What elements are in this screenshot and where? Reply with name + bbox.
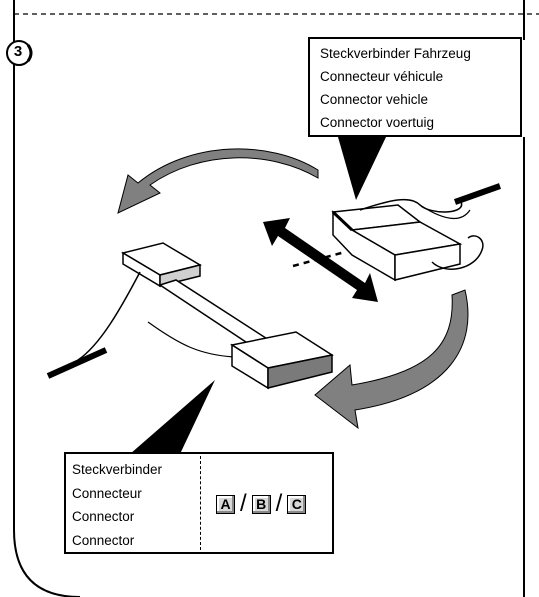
vehicle-wire-2 bbox=[419, 204, 471, 220]
vehicle-connector-label-nl: Connector voertuig bbox=[320, 115, 435, 130]
connector-label-de: Steckverbinder bbox=[72, 462, 163, 477]
connector-label-fr: Connecteur bbox=[72, 485, 142, 501]
connector-label-nl: Connector bbox=[72, 532, 135, 548]
wire-left-2 bbox=[147, 321, 236, 358]
connector-codes: A / B / C bbox=[216, 490, 307, 517]
page-frame-left bbox=[13, 0, 81, 597]
alignment-dash bbox=[292, 250, 346, 268]
code-separator: / bbox=[240, 490, 247, 517]
wire-left bbox=[77, 271, 141, 361]
code-separator: / bbox=[275, 490, 283, 517]
code-b-box: B bbox=[251, 494, 271, 514]
connector-label-en: Connector bbox=[72, 509, 135, 524]
vehicle-connector-callout: Steckverbinder Fahrzeug Connecteur véhic… bbox=[308, 37, 522, 137]
wire-left-plug bbox=[46, 347, 108, 379]
ribbon-cable bbox=[158, 279, 274, 349]
code-a-box: A bbox=[216, 494, 235, 514]
callout-divider bbox=[200, 456, 201, 550]
vehicle-connector-label-fr: Connecteur véhicule bbox=[320, 69, 444, 84]
vehicle-wire-plug bbox=[453, 183, 502, 205]
curved-arrow-upper bbox=[117, 148, 319, 214]
step-badge-icon bbox=[6, 40, 33, 66]
small-connector-front bbox=[159, 264, 201, 287]
curved-arrow-lower bbox=[314, 289, 469, 430]
vehicle-connector-front bbox=[394, 243, 461, 281]
connector-callout: Steckverbinder Connecteur Connector Conn… bbox=[64, 452, 334, 554]
bottom-callout-pointer bbox=[130, 380, 215, 454]
double-arrow bbox=[263, 218, 378, 302]
vehicle-wire-loop bbox=[431, 235, 484, 270]
vehicle-connector-edge bbox=[331, 210, 354, 232]
connector-labels: Steckverbinder Connecteur Connector Conn… bbox=[72, 458, 162, 552]
large-connector-front bbox=[267, 354, 333, 389]
step-number: 3 bbox=[13, 43, 23, 60]
code-c-box: C bbox=[287, 494, 307, 514]
vehicle-connector-label-en: Connector vehicle bbox=[320, 92, 429, 107]
vehicle-connector-label-de: Steckverbinder Fahrzeug bbox=[320, 46, 471, 61]
top-callout-pointer bbox=[338, 137, 386, 200]
